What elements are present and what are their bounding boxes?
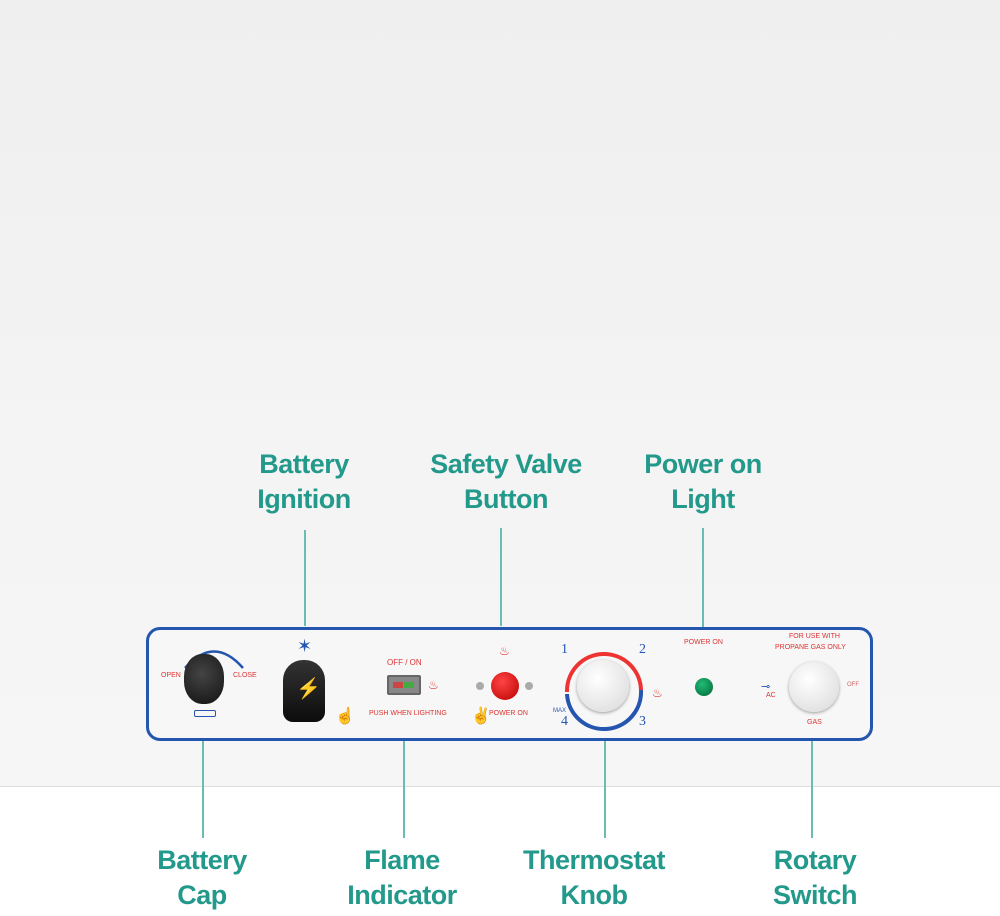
leader-line: [304, 530, 306, 626]
close-label: CLOSE: [233, 672, 257, 679]
flame-icon: ♨: [428, 678, 439, 692]
propane-label: FOR USE WITH: [789, 633, 840, 640]
max-label: MAX: [553, 708, 567, 714]
spark-icon: ✶: [297, 636, 313, 656]
dial-1: 1: [561, 642, 568, 657]
label: Safety Valve: [430, 449, 582, 479]
battery-icon: [194, 710, 216, 717]
label: Battery: [157, 845, 247, 875]
ignition-button[interactable]: ⚡: [283, 660, 325, 722]
off-label: OFF: [847, 682, 859, 688]
hand-icon: ☝: [335, 708, 355, 725]
screw: [525, 682, 533, 690]
dial-3: 3: [639, 714, 646, 729]
leader-line: [500, 528, 502, 626]
thermostat-dial-arc: [564, 652, 644, 732]
ac-label: AC: [766, 692, 776, 699]
flame-icon: ♨: [499, 644, 510, 658]
battery-cap[interactable]: [184, 654, 224, 704]
label: Battery: [259, 449, 349, 479]
off-on-label: OFF / ON: [387, 658, 422, 667]
gas-label: GAS: [807, 719, 822, 726]
floor: [0, 786, 1000, 916]
label: Ignition: [257, 484, 351, 514]
leader-line: [702, 528, 704, 628]
flame-indicator: [387, 675, 421, 695]
flame-icon: ♨: [652, 686, 663, 700]
push-when-lighting-label: PUSH WHEN LIGHTING: [369, 710, 447, 717]
leader-line: [604, 738, 606, 838]
lightning-icon: ⚡: [296, 678, 321, 700]
label: Thermostat: [522, 845, 666, 875]
dial-2: 2: [639, 642, 646, 657]
label: Light: [671, 484, 735, 514]
dial-4: 4: [561, 714, 568, 729]
label: Rotary: [773, 845, 857, 875]
leader-line: [811, 738, 813, 838]
rotary-switch[interactable]: [789, 662, 839, 712]
label: Button: [464, 484, 548, 514]
open-label: OPEN: [161, 672, 181, 679]
plug-icon: ⊸: [761, 681, 771, 693]
power-on-light-label: POWER ON: [684, 639, 723, 646]
hand-icon: ✌: [471, 708, 491, 725]
screw: [476, 682, 484, 690]
label: Switch: [772, 880, 858, 910]
thermostat-knob[interactable]: [577, 660, 629, 712]
callout-power-light: Power on Light: [593, 447, 813, 517]
label: Power on: [644, 449, 762, 479]
propane-label: PROPANE GAS ONLY: [775, 644, 846, 651]
control-panel: OPEN CLOSE ✶ ⚡ ☝ OFF / ON ♨ PUSH WHEN LI…: [146, 627, 873, 741]
label: Flame: [364, 845, 440, 875]
label: Indicator: [347, 880, 457, 910]
label: Cap: [177, 880, 227, 910]
power-on-label: POWER ON: [489, 710, 528, 717]
leader-line: [403, 738, 405, 838]
label: Knob: [560, 880, 628, 910]
power-on-light: [695, 678, 713, 696]
safety-valve-button[interactable]: [491, 672, 519, 700]
leader-line: [202, 738, 204, 838]
